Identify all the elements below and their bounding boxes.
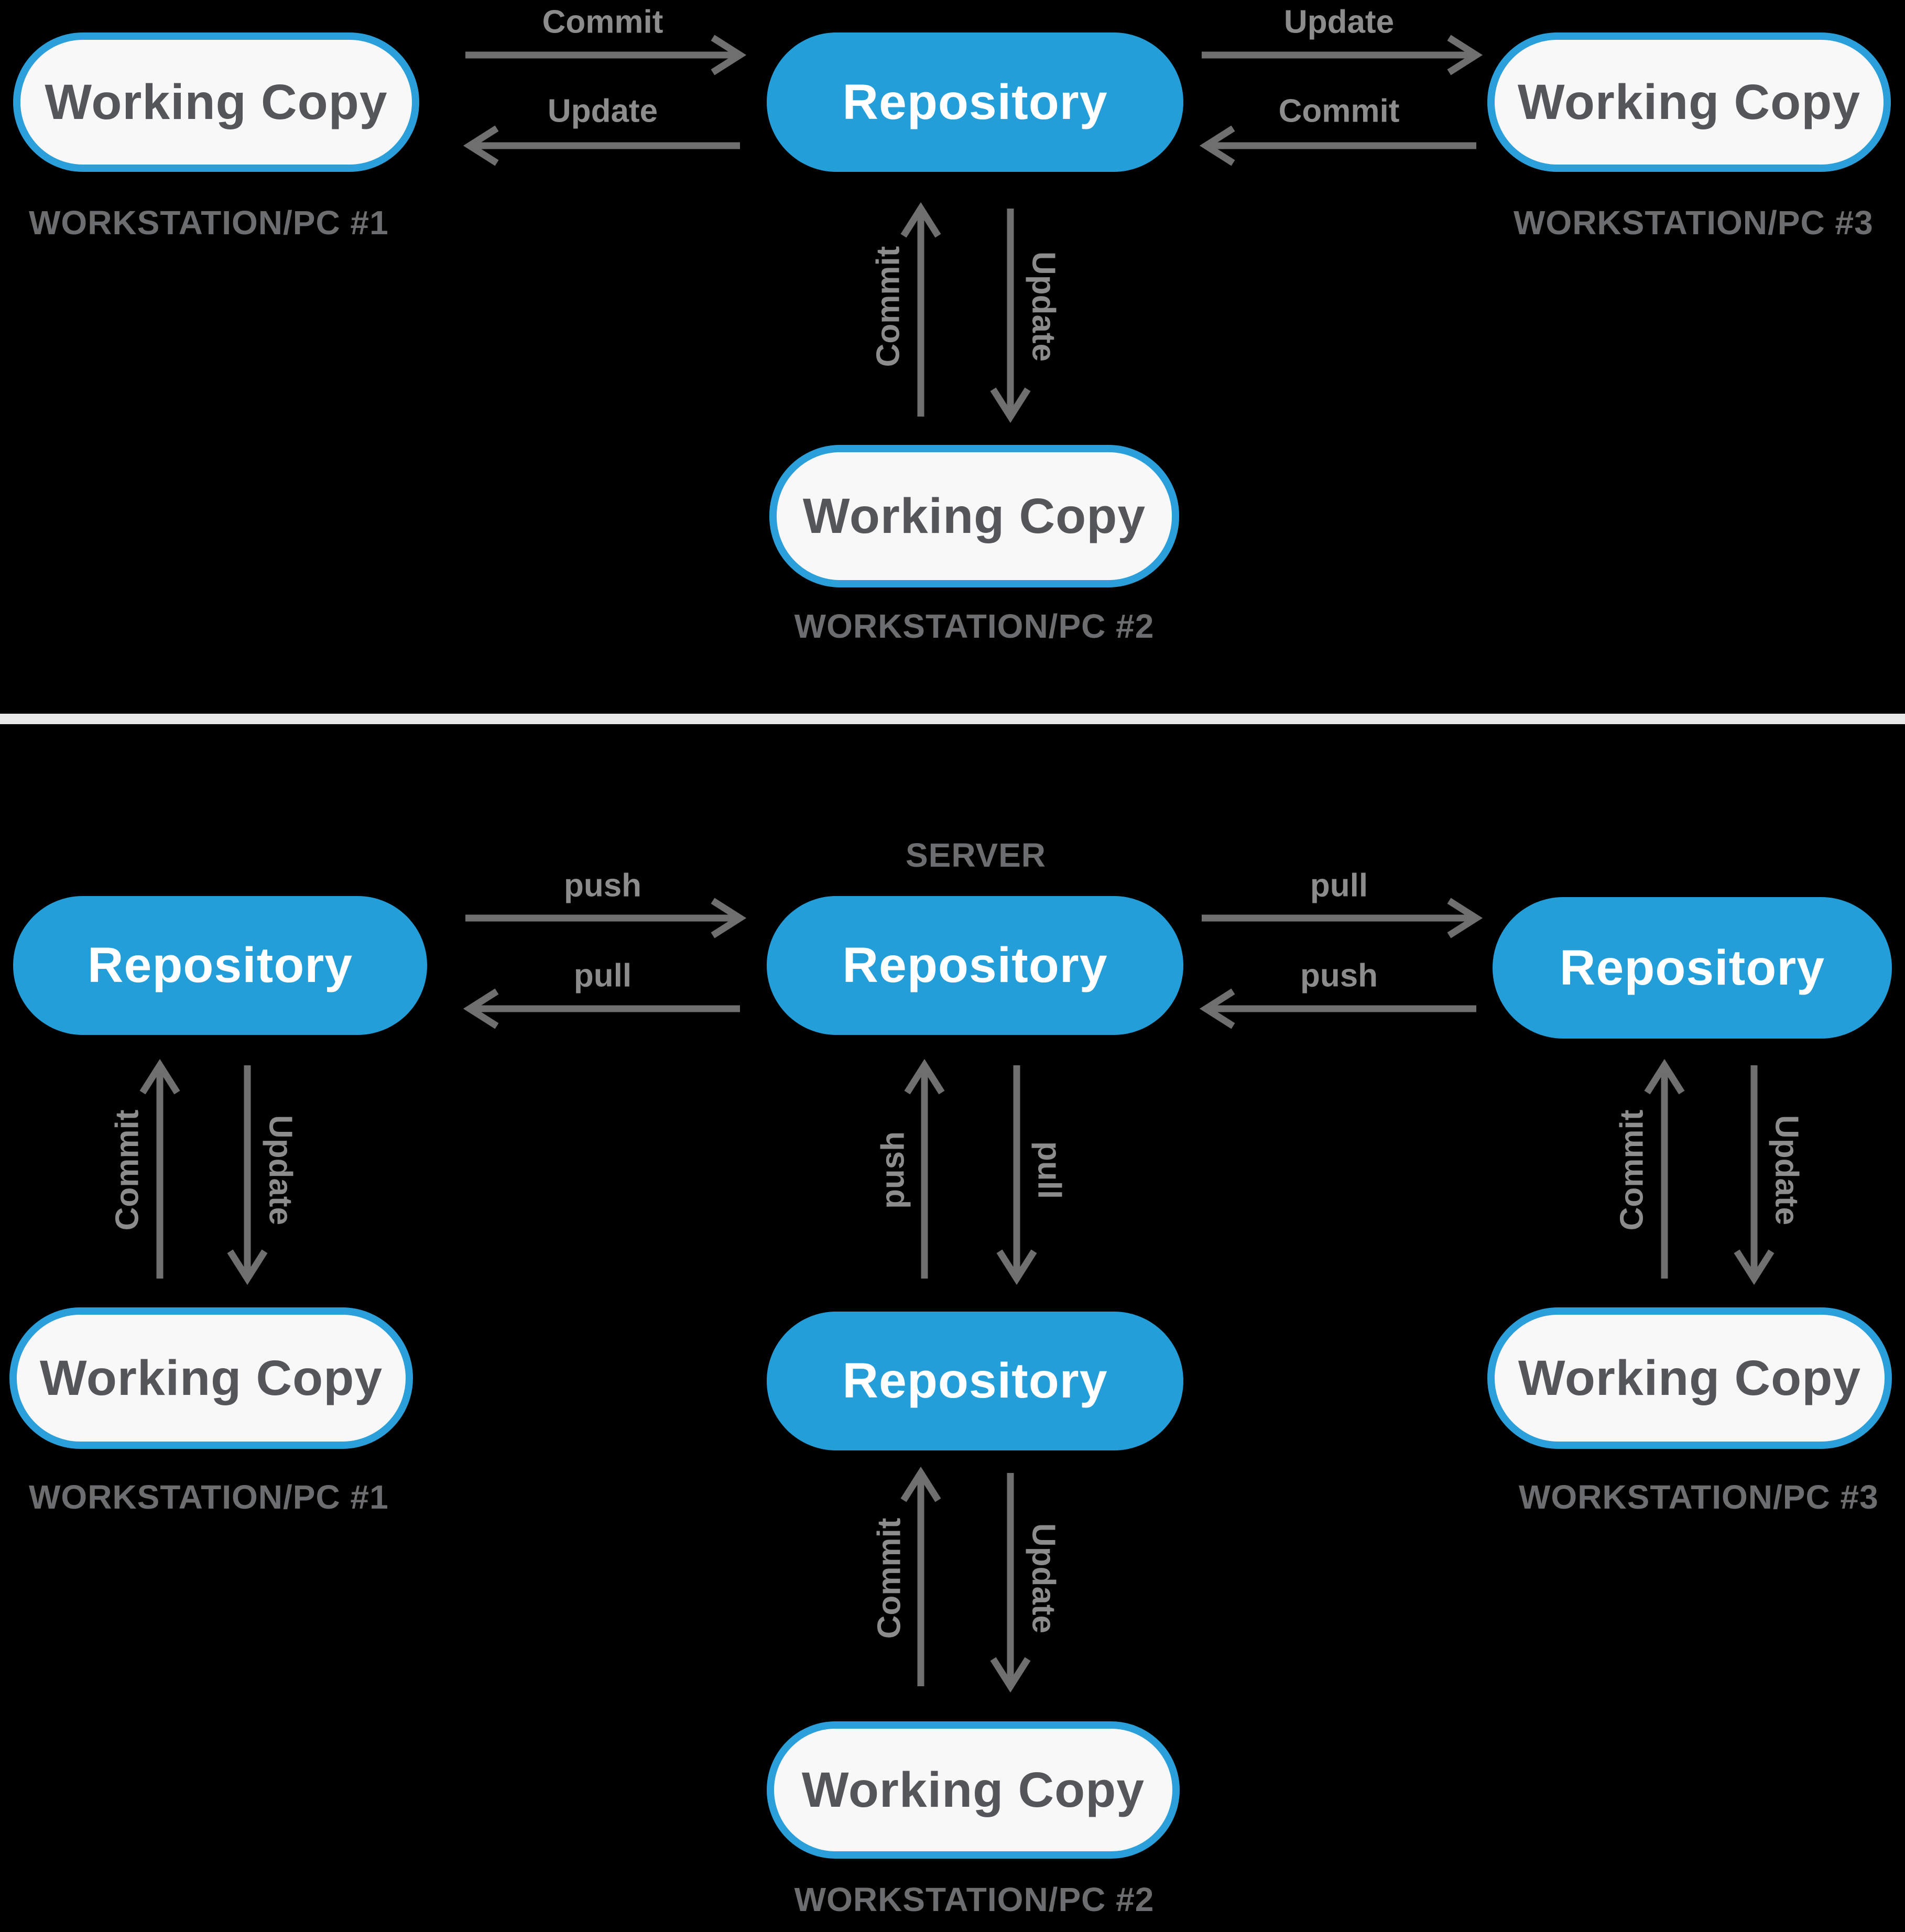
label-update: Update xyxy=(547,93,658,129)
label-push-vertical: push xyxy=(875,1131,911,1209)
arrow-commit-up-right xyxy=(1644,1058,1685,1279)
arrow-update-down-local xyxy=(990,1473,1031,1693)
caption-workstation-1: WORKSTATION/PC #1 xyxy=(29,204,389,242)
node-central-repository: Repository xyxy=(767,32,1183,172)
label-commit-vertical: Commit xyxy=(1614,1109,1650,1231)
node-label: Repository xyxy=(842,1353,1108,1409)
node-repository-server: Repository xyxy=(767,896,1183,1035)
label-commit: Commit xyxy=(542,4,663,40)
caption-server: SERVER xyxy=(905,836,1047,874)
arrow-push-right-to-server xyxy=(1199,988,1476,1029)
node-label: Working Copy xyxy=(45,74,388,130)
arrow-update-center-to-right xyxy=(1202,35,1483,75)
arrow-pull-server-to-left xyxy=(463,988,740,1029)
label-pull: pull xyxy=(1310,867,1368,904)
node-label: Working Copy xyxy=(1517,74,1861,130)
label-update-vertical: Update xyxy=(1768,1115,1805,1226)
label-push: push xyxy=(563,867,642,904)
node-label: Working Copy xyxy=(1518,1350,1862,1406)
node-label: Working Copy xyxy=(802,488,1146,544)
node-working-copy-2: Working Copy xyxy=(769,445,1179,587)
label-commit-vertical: Commit xyxy=(871,1518,908,1639)
label-update-vertical: Update xyxy=(262,1115,299,1226)
node-working-copy-1-bottom: Working Copy xyxy=(9,1307,413,1449)
node-working-copy-2-bottom: Working Copy xyxy=(767,1721,1180,1859)
label-push: push xyxy=(1300,957,1378,994)
arrow-commit-up-left xyxy=(139,1058,180,1279)
label-update-vertical: Update xyxy=(1025,1523,1062,1634)
label-update: Update xyxy=(1283,4,1395,40)
caption-workstation-1-bottom: WORKSTATION/PC #1 xyxy=(29,1478,389,1516)
arrow-update-down-right xyxy=(1734,1065,1775,1285)
node-repository-right: Repository xyxy=(1493,897,1892,1039)
arrow-update-down-left xyxy=(227,1065,268,1285)
caption-workstation-3-bottom: WORKSTATION/PC #3 xyxy=(1519,1478,1879,1516)
caption-workstation-3: WORKSTATION/PC #3 xyxy=(1514,204,1874,242)
arrow-push-left-to-server xyxy=(465,898,747,938)
label-commit-vertical: Commit xyxy=(109,1109,146,1231)
label-pull: pull xyxy=(573,957,632,994)
node-working-copy-1: Working Copy xyxy=(13,32,419,172)
node-label: Repository xyxy=(842,937,1108,993)
arrow-commit-right-to-center xyxy=(1199,125,1476,166)
arrow-commit-left-to-center xyxy=(465,35,747,75)
node-label: Repository xyxy=(1559,940,1825,996)
label-commit-vertical: Commit xyxy=(870,246,907,367)
label-update-vertical: Update xyxy=(1025,251,1062,362)
arrow-pull-down-center xyxy=(996,1065,1037,1285)
node-label: Repository xyxy=(87,937,353,993)
label-commit: Commit xyxy=(1278,93,1400,129)
node-label: Repository xyxy=(842,74,1108,130)
node-repository-local: Repository xyxy=(767,1312,1183,1450)
node-working-copy-3: Working Copy xyxy=(1487,32,1891,172)
node-label: Working Copy xyxy=(39,1350,383,1406)
caption-workstation-2-bottom: WORKSTATION/PC #2 xyxy=(794,1881,1155,1918)
arrow-commit-up-local xyxy=(900,1466,941,1686)
node-working-copy-3-bottom: Working Copy xyxy=(1487,1307,1892,1449)
caption-workstation-2: WORKSTATION/PC #2 xyxy=(794,607,1155,645)
arrow-push-up-center xyxy=(904,1058,945,1279)
node-label: Working Copy xyxy=(801,1762,1145,1818)
arrow-commit-up-top-center xyxy=(900,202,941,417)
arrow-update-center-to-left xyxy=(463,125,740,166)
arrow-pull-server-to-right xyxy=(1202,898,1483,938)
label-pull-vertical: pull xyxy=(1031,1141,1068,1199)
node-repository-left: Repository xyxy=(13,896,427,1035)
section-divider xyxy=(0,714,1905,724)
arrow-update-down-top-center xyxy=(990,209,1031,423)
